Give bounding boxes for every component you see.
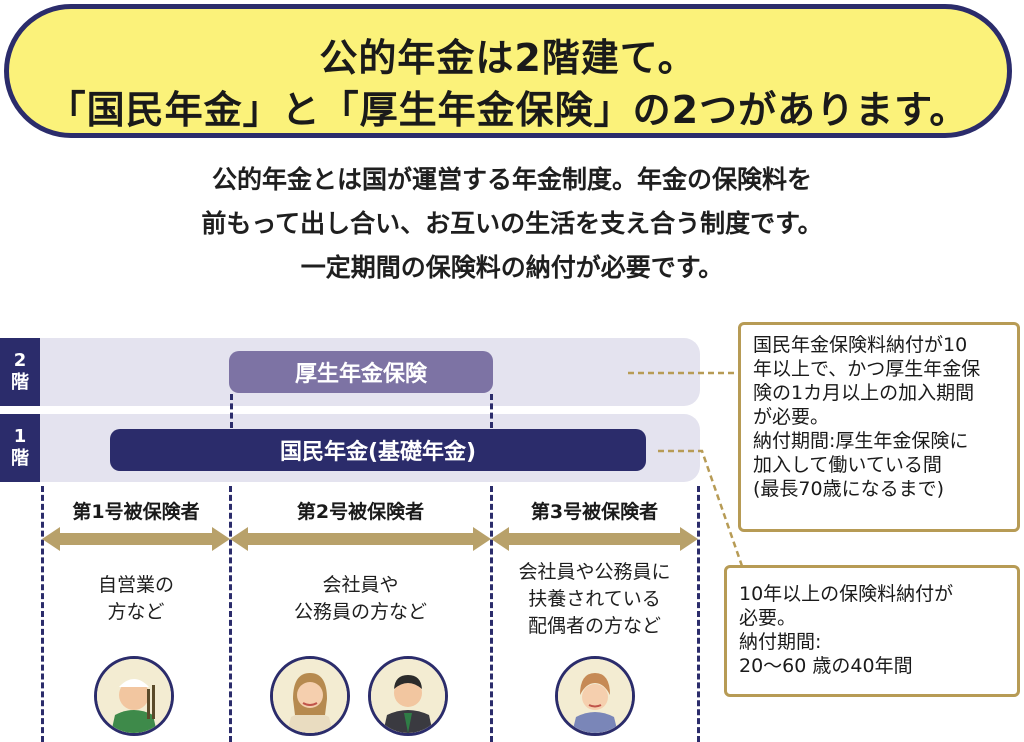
kokumin-requirement-note: 10年以上の保険料納付が 必要。 納付期間: 20〜60 歳の40年間: [724, 565, 1020, 697]
kosei-note-line-2: 年以上で、かつ厚生年金保: [753, 358, 981, 380]
category-3-title: 第3号被保険者: [530, 501, 659, 523]
kokumin-note-line-3: 納付期間:: [739, 631, 822, 653]
category-1-desc-line-1: 自営業の: [97, 574, 174, 596]
floor-2-label: 階: [11, 372, 29, 393]
intro-line-3: 一定期間の保険料の納付が必要です。: [300, 253, 724, 282]
self-employed-person-icon: [94, 656, 174, 736]
kosei-note-line-6: 加入して働いている間: [753, 454, 942, 476]
female-office-worker-icon: [270, 656, 350, 736]
kosei-note-line-1: 国民年金保険料納付が10: [753, 334, 968, 356]
kosei-note-line-4: が必要。: [753, 406, 830, 428]
category-2-title: 第2号被保険者: [296, 501, 425, 523]
category-2-description: 会社員や 公務員の方など: [232, 572, 489, 626]
headline-line-1: 公的年金は2階建て。: [319, 36, 697, 80]
category-2-desc-line-2: 公務員の方など: [293, 601, 427, 623]
category-1-desc-line-2: 方など: [107, 601, 165, 623]
category-1-title: 第1号被保険者: [72, 501, 200, 523]
column-divider-3: [490, 486, 493, 742]
headline-line-2: 「国民年金」と「厚生年金保険」の2つがあります。: [47, 88, 969, 132]
category-3-desc-line-1: 会社員や公務員に: [518, 561, 671, 583]
male-office-worker-icon: [368, 656, 448, 736]
category-1-span-arrow: [42, 527, 230, 551]
category-3-desc-line-2: 扶養されている: [528, 588, 661, 610]
kokumin-note-line-2: 必要。: [739, 607, 797, 629]
category-3-span-arrow: [491, 527, 698, 551]
kosei-note-line-3: 険の1カ月以上の加入期間: [753, 382, 975, 404]
column-divider-4: [697, 486, 700, 742]
kokumin-note-line-1: 10年以上の保険料納付が: [739, 583, 954, 605]
floor-1-number: 1: [13, 426, 27, 447]
dependent-spouse-icon: [555, 656, 635, 736]
kokumin-note-line-4: 20〜60 歳の40年間: [739, 655, 913, 677]
category-2-desc-line-1: 会社員や: [322, 574, 399, 596]
category-3-description: 会社員や公務員に 扶養されている 配偶者の方など: [493, 559, 696, 640]
kosei-note-line-7: (最長70歳になるまで): [753, 478, 945, 500]
kosei-right-dash: [490, 394, 493, 428]
category-3-desc-line-3: 配偶者の方など: [527, 615, 661, 637]
kosei-left-dash: [230, 394, 233, 428]
headline-banner: 公的年金は2階建て。 「国民年金」と「厚生年金保険」の2つがあります。: [4, 4, 1012, 138]
kosei-requirement-note: 国民年金保険料納付が10 年以上で、かつ厚生年金保 険の1カ月以上の加入期間 が…: [738, 322, 1020, 532]
category-1-description: 自営業の 方など: [44, 572, 228, 626]
kokumin-nenkin-pill: 国民年金(基礎年金): [110, 429, 646, 471]
column-divider-1: [41, 486, 44, 742]
floor-1-tag: 1 階: [0, 414, 40, 482]
kosei-note-connector: [628, 371, 740, 375]
kokumin-note-connector: [658, 449, 744, 567]
floor-2-number: 2: [13, 350, 27, 371]
floor-1-label: 階: [11, 448, 29, 469]
kosei-note-line-5: 納付期間:厚生年金保険に: [753, 430, 969, 452]
intro-line-2: 前もって出し合い、お互いの生活を支え合う制度です。: [201, 209, 823, 238]
floor-2-band: 2 階: [0, 338, 700, 406]
column-divider-2: [229, 486, 232, 742]
intro-line-1: 公的年金とは国が運営する年金制度。年金の保険料を: [211, 165, 812, 194]
category-2-span-arrow: [230, 527, 491, 551]
floor-2-tag: 2 階: [0, 338, 40, 406]
kosei-nenkin-pill: 厚生年金保険: [229, 351, 493, 393]
